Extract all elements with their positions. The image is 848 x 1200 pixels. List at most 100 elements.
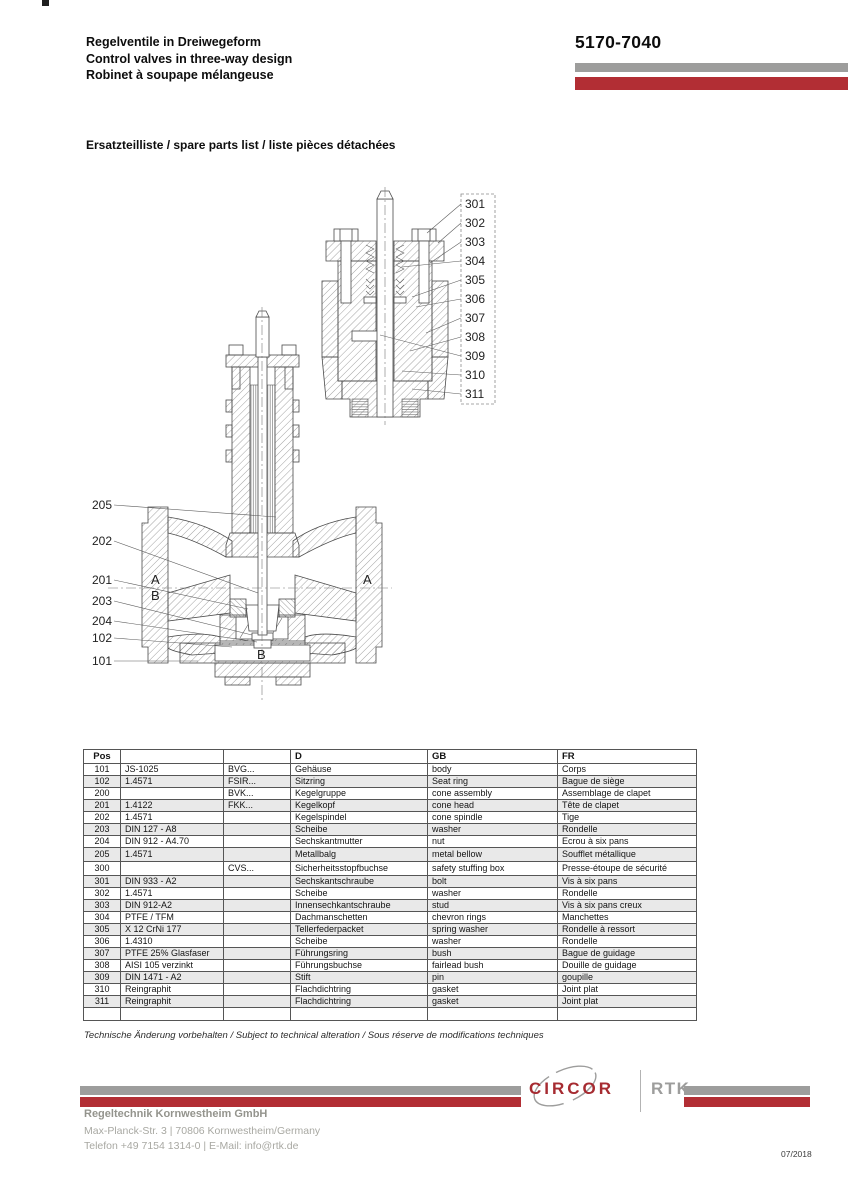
cell-d: Sechskantschraube bbox=[290, 875, 428, 888]
callout-label-307: 307 bbox=[465, 311, 485, 325]
callout-label-311: 311 bbox=[465, 387, 484, 401]
cell-fr: Rondelle bbox=[557, 935, 697, 948]
cell-fr: Rondelle bbox=[557, 887, 697, 900]
technical-note: Technische Änderung vorbehalten / Subjec… bbox=[84, 1030, 544, 1041]
header-gray-bar bbox=[575, 63, 848, 72]
cell-pos: 305 bbox=[83, 923, 121, 936]
cell-gb: cone assembly bbox=[427, 787, 558, 800]
cell-pos: 204 bbox=[83, 835, 121, 848]
cell-fr: Soufflet métallique bbox=[557, 847, 697, 862]
cell-material: 1.4571 bbox=[120, 887, 224, 900]
cell-pos: 202 bbox=[83, 811, 121, 824]
cell-gb: pin bbox=[427, 971, 558, 984]
rtk-wordmark: RTK bbox=[651, 1079, 691, 1098]
footer-red-bar-right bbox=[684, 1097, 810, 1107]
cell-fr: Assemblage de clapet bbox=[557, 787, 697, 800]
cell-d: Scheibe bbox=[290, 935, 428, 948]
cell-material: 1.4122 bbox=[120, 799, 224, 812]
cell-material: Reingraphit bbox=[120, 983, 224, 996]
cell-material bbox=[120, 861, 224, 876]
title-en: Control valves in three-way design bbox=[86, 51, 293, 66]
cell-fr bbox=[557, 1007, 697, 1021]
cell-pos: 311 bbox=[83, 995, 121, 1008]
cell-gb: chevron rings bbox=[427, 911, 558, 924]
callout-box-300-series: 301 302 303 304 305 306 307 308 309 310 … bbox=[379, 193, 496, 405]
company-contact: Telefon +49 7154 1314-0 | E-Mail: info@r… bbox=[84, 1140, 299, 1152]
header-red-bar bbox=[575, 77, 848, 90]
footer-red-bar-left bbox=[80, 1097, 521, 1107]
cell-gb: washer bbox=[427, 887, 558, 900]
callout-label-101: 101 bbox=[92, 654, 112, 668]
cell-code: BVK... bbox=[223, 787, 291, 800]
section-label-a-right: A bbox=[363, 572, 372, 587]
callout-label-303: 303 bbox=[465, 235, 485, 249]
company-address: Max-Planck-Str. 3 | 70806 Kornwestheim/G… bbox=[84, 1125, 321, 1137]
callout-label-301: 301 bbox=[465, 197, 485, 211]
cell-material: DIN 127 - A8 bbox=[120, 823, 224, 836]
cell-d: Innensechkantschraube bbox=[290, 899, 428, 912]
cell-gb: bush bbox=[427, 947, 558, 960]
cell-gb: washer bbox=[427, 823, 558, 836]
cell-fr: Ecrou à six pans bbox=[557, 835, 697, 848]
cell-pos: 304 bbox=[83, 911, 121, 924]
cell-pos bbox=[83, 1007, 121, 1021]
cell-gb: metal bellow bbox=[427, 847, 558, 862]
valve-main-view: A A B B bbox=[108, 307, 392, 703]
cell-code bbox=[223, 887, 291, 900]
title-fr: Robinet à soupape mélangeuse bbox=[86, 68, 274, 82]
col-header-fr: FR bbox=[557, 749, 697, 764]
cell-d: Kegelgruppe bbox=[290, 787, 428, 800]
cell-code bbox=[223, 995, 291, 1008]
cell-fr: Tête de clapet bbox=[557, 799, 697, 812]
cell-fr: Douille de guidage bbox=[557, 959, 697, 972]
cell-code bbox=[223, 959, 291, 972]
cell-material: X 12 CrNi 177 bbox=[120, 923, 224, 936]
callout-label-204: 204 bbox=[92, 614, 112, 628]
callout-labels-left: 205 202 201 203 204 102 101 bbox=[92, 498, 277, 668]
callout-label-205: 205 bbox=[92, 498, 112, 512]
cell-d: Führungsbuchse bbox=[290, 959, 428, 972]
footer-gray-bar-right bbox=[684, 1086, 810, 1095]
cell-code: FKK... bbox=[223, 799, 291, 812]
cell-d: Metallbalg bbox=[290, 847, 428, 862]
table-row bbox=[83, 1007, 697, 1021]
cell-material: PTFE / TFM bbox=[120, 911, 224, 924]
cell-material: Reingraphit bbox=[120, 995, 224, 1008]
cell-d: Tellerfederpacket bbox=[290, 923, 428, 936]
cell-pos: 200 bbox=[83, 787, 121, 800]
section-title: Ersatzteilliste / spare parts list / lis… bbox=[86, 138, 396, 152]
company-name: Regeltechnik Kornwestheim GmbH bbox=[84, 1108, 268, 1120]
cell-gb: body bbox=[427, 763, 558, 776]
cell-gb: spring washer bbox=[427, 923, 558, 936]
cell-d: Flachdichtring bbox=[290, 995, 428, 1008]
cell-gb: fairlead bush bbox=[427, 959, 558, 972]
cell-code: CVS... bbox=[223, 861, 291, 876]
cell-pos: 101 bbox=[83, 763, 121, 776]
page-title: Regelventile in Dreiwegeform Control val… bbox=[86, 34, 292, 84]
cell-fr: Corps bbox=[557, 763, 697, 776]
cell-d: Flachdichtring bbox=[290, 983, 428, 996]
cell-pos: 303 bbox=[83, 899, 121, 912]
logo-divider bbox=[640, 1070, 641, 1112]
circor-wordmark: CIRCOR bbox=[529, 1079, 614, 1098]
col-header-code bbox=[223, 749, 291, 764]
cell-code bbox=[223, 811, 291, 824]
section-label-b-bottom: B bbox=[257, 647, 266, 662]
cell-d: Führungsring bbox=[290, 947, 428, 960]
cell-d: Sechskantmutter bbox=[290, 835, 428, 848]
cell-code bbox=[223, 875, 291, 888]
cell-d: Scheibe bbox=[290, 823, 428, 836]
cell-pos: 203 bbox=[83, 823, 121, 836]
